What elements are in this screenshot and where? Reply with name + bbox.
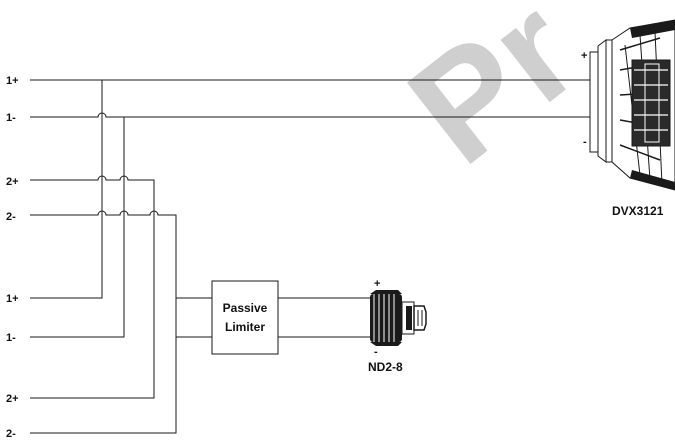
terminal-label-bottom-1-minus: 1- <box>6 332 16 344</box>
wire-2-plus-top <box>30 175 155 399</box>
limiter-label-line2: Limiter <box>225 320 265 334</box>
terminal-label-bottom-2-plus: 2+ <box>6 393 19 405</box>
watermark-text: Pr <box>379 0 607 195</box>
woofer-minus-marker: - <box>583 136 587 148</box>
woofer-icon <box>589 19 675 191</box>
terminal-label-top-2-minus: 2- <box>6 211 16 223</box>
passive-limiter-box <box>211 280 279 355</box>
driver-model-label: ND2-8 <box>368 360 403 374</box>
wire-1-plus-drop <box>30 80 103 299</box>
woofer-model-label: DVX3121 <box>612 204 664 218</box>
driver-plus-marker: + <box>374 278 380 290</box>
wire-1-minus-drop <box>30 117 125 338</box>
terminal-label-bottom-1-plus: 1+ <box>6 293 19 305</box>
compression-driver-icon <box>370 290 427 346</box>
terminal-label-top-2-plus: 2+ <box>6 176 19 188</box>
limiter-label-line1: Passive <box>223 301 268 315</box>
terminal-label-top-1-minus: 1- <box>6 112 16 124</box>
terminal-label-top-1-plus: 1+ <box>6 75 19 87</box>
woofer-plus-marker: + <box>581 50 587 62</box>
terminal-label-bottom-2-minus: 2- <box>6 428 16 440</box>
driver-minus-marker: - <box>374 346 378 358</box>
